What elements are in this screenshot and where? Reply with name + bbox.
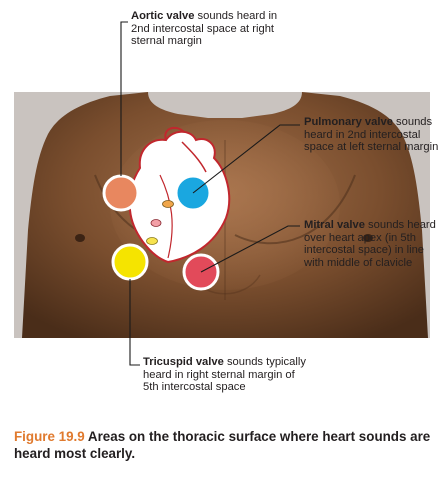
aortic-area-circle (102, 174, 140, 212)
aortic-valve-callout: Aortic valve sounds heard in 2nd interco… (131, 10, 291, 48)
pulmonary-artery-outline (181, 141, 207, 173)
mitral-valve-marker (150, 219, 162, 227)
caption-text: Areas on the thoracic surface where hear… (14, 429, 431, 461)
aorta-outline (164, 126, 185, 141)
mitral-valve-text: sounds heard over heart apex (in 5th int… (304, 219, 436, 269)
mitral-leader-line (200, 225, 300, 273)
mitral-valve-title: Mitral valve (304, 219, 365, 231)
aortic-valve-title: Aortic valve (131, 10, 195, 22)
aortic-valve-marker (162, 200, 174, 208)
nipple-left (75, 234, 85, 242)
pulmonary-leader-line (192, 124, 300, 194)
tricuspid-area-circle (111, 243, 149, 281)
figure-number: Figure 19.9 (14, 429, 85, 444)
mitral-valve-callout: Mitral valve sounds heard over heart ape… (304, 219, 444, 269)
tricuspid-valve-callout: Tricuspid valve sounds typically heard i… (143, 356, 313, 394)
septum-outline (159, 174, 173, 259)
tricuspid-valve-title: Tricuspid valve (143, 356, 224, 368)
pectoral-contour-right (234, 174, 356, 245)
nipple-right (363, 234, 373, 242)
tricuspid-valve-text: sounds typically heard in right sternal … (143, 356, 306, 394)
tricuspid-valve-marker (146, 237, 158, 245)
aortic-valve-text: sounds heard in 2nd intercostal space at… (131, 10, 278, 48)
pulmonary-valve-callout: Pulmonary valve sounds heard in 2nd inte… (304, 116, 444, 154)
pulmonary-valve-title: Pulmonary valve (304, 116, 393, 128)
figure-caption: Figure 19.9 Areas on the thoracic surfac… (14, 428, 434, 462)
aortic-leader-line (120, 21, 128, 176)
tricuspid-leader-line (129, 279, 140, 366)
pulmonary-valve-text: sounds heard in 2nd intercostal space at… (304, 116, 439, 154)
